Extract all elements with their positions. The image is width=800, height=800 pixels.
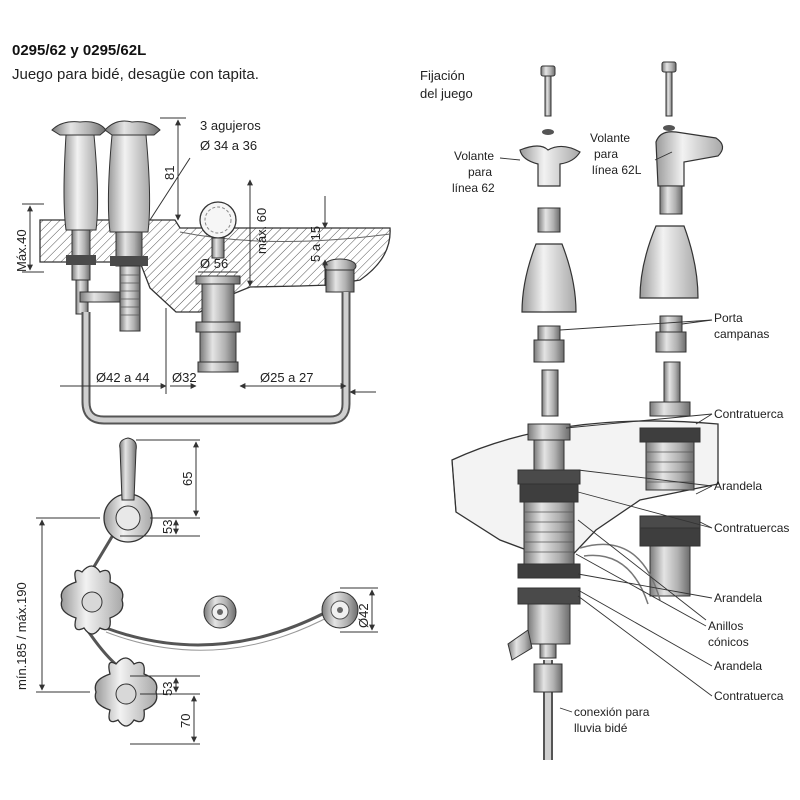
porta-campanas-left [533,325,565,363]
bell-right [639,225,699,299]
label-arandela-3: Arandela [714,659,762,673]
bowl-curve [179,231,391,243]
porta-line2: campanas [714,327,769,341]
porta-line1: Porta [714,311,743,325]
socket-right [659,185,683,215]
label-anillos-1: Anillos [708,619,743,633]
right-valve [104,120,161,332]
dim-65: 65 [180,472,195,486]
volante62L-line3: línea 62L [592,163,642,177]
label-anillos-2: cónicos [708,635,749,649]
dim-d25a27: Ø25 a 27 [260,370,314,385]
dim-max60: máx. 60 [254,208,269,254]
dim-d56: Ø 56 [200,256,228,271]
valve-body-left [507,423,581,661]
label-contratuerca-1: Contratuerca [714,407,784,421]
dim-max40: Máx.40 [14,229,29,272]
volante62-line1: Volante [454,149,494,163]
lever-volante [655,131,724,187]
drain-stopper [195,201,241,373]
dim-53-bottom: 53 [160,682,175,696]
fixing-title-2: del juego [420,86,473,101]
label-conexion-1: conexión para [574,705,650,719]
model-code: 0295/62 y 0295/62L [12,42,147,59]
label-conexion-2: lluvia bidé [574,721,628,735]
cross-handle-bottom [94,657,158,727]
label-contratuercas: Contratuercas [714,521,789,535]
hose-connector [533,663,563,693]
product-description: Juego para bidé, desagüe con tapita. [12,66,259,83]
dim-min-max: mín.185 / máx.190 [14,582,29,690]
label-arandela-1: Arandela [714,479,762,493]
label-contratuerca-2: Contratuerca [714,689,784,703]
dim-81: 81 [162,166,177,180]
section-view: 3 agujeros Ø 34 a 36 81 Máx.40 máx. 60 5… [14,117,391,425]
dim-53-top: 53 [160,520,175,534]
dim-d42-plan: Ø42 [356,603,371,628]
dim-d42a44: Ø42 a 44 [96,370,150,385]
left-valve [51,121,121,315]
dim-5a15: 5 a 15 [308,226,323,262]
drain-plug-plan [203,595,237,629]
dim-70: 70 [178,714,193,728]
holes-label-1: 3 agujeros [200,118,261,133]
socket-left [537,207,561,233]
plan-view: 65 53 mín.185 / máx.190 Ø42 53 70 [14,437,378,745]
stem-right [663,361,681,403]
stem-left [541,369,559,417]
bell-left [521,243,577,313]
cross-volante [519,145,581,187]
overflow-spout [323,258,357,293]
screw-right [661,61,677,131]
exploded-view: Fijación del juego Volante para línea 62… [420,61,789,760]
volante62L-line2: para [594,147,618,161]
porta-campanas-right [655,315,687,353]
holes-label-2: Ø 34 a 36 [200,138,257,153]
fixing-title-1: Fijación [420,68,465,83]
label-arandela-2: Arandela [714,591,762,605]
volante62L-line1: Volante [590,131,630,145]
cross-handle-middle [60,565,124,635]
hose-drain [105,606,335,647]
volante62-line2: para [468,165,492,179]
dim-d32: Ø32 [172,370,197,385]
lever-handle-top [103,437,153,543]
spout-disc-plan [321,591,359,629]
valve-body-right [639,401,701,597]
volante62-line3: línea 62 [452,181,495,195]
screw-left [540,65,556,135]
